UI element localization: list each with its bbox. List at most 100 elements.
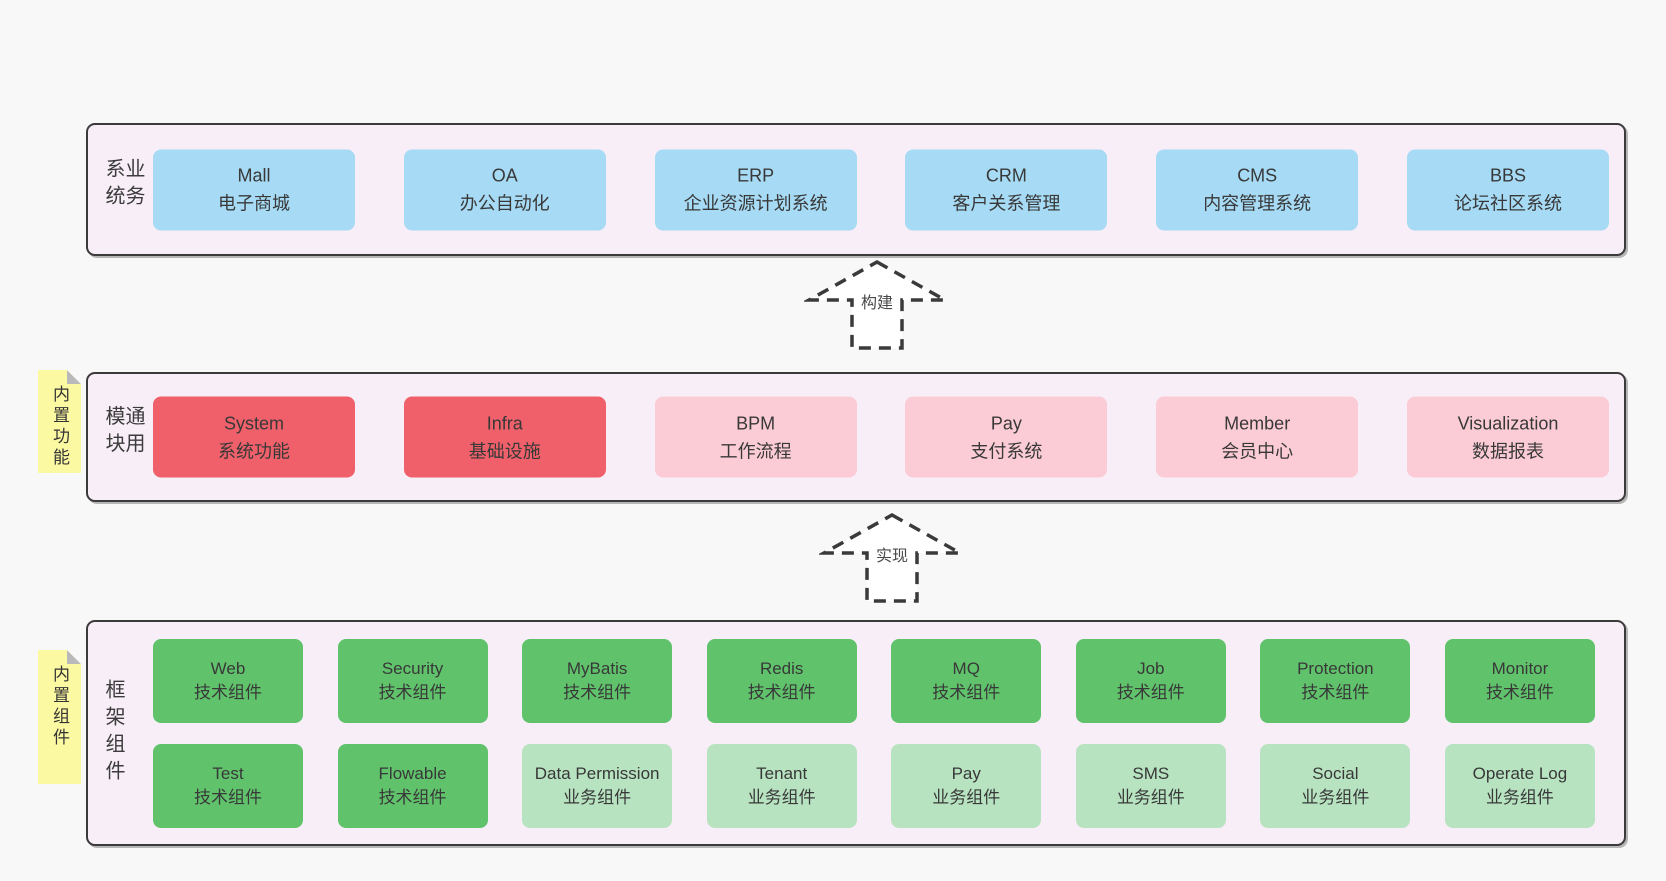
box-title: MyBatis [566, 659, 628, 678]
box-title: Flowable [378, 764, 447, 783]
box-pay-system: Pay 支付系统 [905, 396, 1108, 478]
box-title: CRM [985, 165, 1027, 186]
box-subtitle: 办公自动化 [459, 193, 550, 214]
box-title: Redis [759, 659, 804, 678]
box-subtitle: 业务组件 [747, 788, 816, 807]
box-title: System [223, 413, 284, 433]
box-subtitle: 业务组件 [932, 788, 1001, 807]
box-subtitle: 系统功能 [218, 441, 290, 461]
framework-box-row-1: Web 技术组件 Security 技术组件 MyBatis 技术组件 Redi… [153, 639, 1595, 723]
box-subtitle: 技术组件 [378, 788, 447, 807]
builtin-components-tag: 内置组件 [38, 650, 81, 784]
box-protection: Protection 技术组件 [1260, 639, 1411, 723]
box-title: Web [210, 659, 246, 678]
modules-box-row: System 系统功能 Infra 基础设施 BPM 工作流程 Pay 支付系统… [153, 396, 1609, 478]
box-subtitle: 技术组件 [932, 683, 1001, 702]
framework-box-row-2: Test 技术组件 Flowable 技术组件 Data Permission … [153, 744, 1595, 828]
box-title: Data Permission [534, 764, 660, 783]
box-title: BBS [1489, 165, 1526, 186]
box-sms: SMS 业务组件 [1075, 744, 1226, 828]
implement-arrow-icon: 实现 [819, 512, 965, 606]
box-flowable: Flowable 技术组件 [337, 744, 488, 828]
box-title: Mall [237, 165, 271, 186]
build-arrow-icon: 构建 [804, 259, 950, 353]
box-member: Member 会员中心 [1156, 396, 1359, 478]
box-erp: ERP 企业资源计划系统 [654, 149, 857, 230]
builtin-functions-tag: 内置功能 [38, 370, 81, 473]
implement-arrow-label: 实现 [872, 547, 912, 567]
box-title: Member [1224, 413, 1291, 433]
band-common-modules: 通用模块 System 系统功能 Infra 基础设施 BPM 工作流程 Pay… [86, 372, 1626, 502]
box-mybatis: MyBatis 技术组件 [522, 639, 673, 723]
box-subtitle: 技术组件 [1301, 683, 1370, 702]
box-subtitle: 业务组件 [1485, 788, 1554, 807]
builtin-components-label: 内置组件 [50, 665, 69, 749]
box-subtitle: 客户关系管理 [952, 193, 1061, 214]
band-framework-components: 框架组件 Web 技术组件 Security 技术组件 MyBatis 技术组件… [86, 620, 1626, 846]
box-subtitle: 基础设施 [468, 441, 541, 461]
box-bbs: BBS 论坛社区系统 [1406, 149, 1609, 230]
box-test: Test 技术组件 [153, 744, 303, 828]
box-subtitle: 技术组件 [747, 683, 816, 702]
box-subtitle: 支付系统 [970, 441, 1043, 461]
box-title: MQ [952, 659, 980, 678]
band-label-business-systems: 业务系统 [102, 157, 144, 212]
box-subtitle: 业务组件 [563, 788, 632, 807]
box-data-permission: Data Permission 业务组件 [522, 744, 673, 828]
box-subtitle: 技术组件 [194, 683, 262, 702]
box-title: Visualization [1457, 413, 1559, 433]
box-subtitle: 技术组件 [378, 683, 447, 702]
sticky-fold-corner [67, 650, 81, 664]
sticky-fold-corner [67, 370, 81, 384]
band-label-framework-components: 框架组件 [102, 679, 124, 787]
box-job: Job 技术组件 [1075, 639, 1226, 723]
box-redis: Redis 技术组件 [706, 639, 857, 723]
box-subtitle: 电子商城 [218, 193, 290, 214]
box-title: Social [1312, 764, 1359, 783]
box-title: Tenant [756, 764, 808, 783]
box-title: BPM [736, 413, 776, 433]
box-title: Security [381, 659, 444, 678]
box-title: CMS [1237, 165, 1278, 186]
box-infra: Infra 基础设施 [403, 396, 606, 478]
box-title: Pay [990, 413, 1022, 433]
box-bpm: BPM 工作流程 [654, 396, 857, 478]
box-crm: CRM 客户关系管理 [905, 149, 1108, 230]
box-subtitle: 技术组件 [1485, 683, 1554, 702]
box-subtitle: 论坛社区系统 [1453, 193, 1562, 214]
box-visualization: Visualization 数据报表 [1406, 396, 1609, 478]
business-box-row: Mall 电子商城 OA 办公自动化 ERP 企业资源计划系统 CRM 客户关系… [153, 149, 1609, 230]
box-title: Job [1137, 659, 1165, 678]
box-system: System 系统功能 [153, 396, 355, 478]
box-title: SMS [1132, 764, 1170, 783]
builtin-functions-label: 内置功能 [50, 385, 69, 469]
box-subtitle: 技术组件 [563, 683, 632, 702]
box-subtitle: 会员中心 [1221, 441, 1294, 461]
box-security: Security 技术组件 [337, 639, 488, 723]
box-monitor: Monitor 技术组件 [1444, 639, 1595, 723]
box-title: Protection [1297, 659, 1374, 678]
box-subtitle: 工作流程 [719, 441, 792, 461]
box-subtitle: 数据报表 [1471, 441, 1544, 461]
band-label-common-modules: 通用模块 [102, 405, 144, 460]
box-subtitle: 企业资源计划系统 [683, 193, 828, 214]
box-subtitle: 技术组件 [1116, 683, 1185, 702]
box-oa: OA 办公自动化 [403, 149, 606, 230]
box-subtitle: 技术组件 [194, 788, 262, 807]
box-title: OA [491, 165, 518, 186]
box-mq: MQ 技术组件 [891, 639, 1042, 723]
box-tenant: Tenant 业务组件 [706, 744, 857, 828]
box-mall: Mall 电子商城 [153, 149, 355, 230]
box-title: Infra [486, 413, 523, 433]
box-title: Monitor [1491, 659, 1549, 678]
build-arrow-label: 构建 [857, 294, 897, 314]
box-web: Web 技术组件 [153, 639, 303, 723]
box-operate-log: Operate Log 业务组件 [1444, 744, 1595, 828]
box-subtitle: 业务组件 [1301, 788, 1370, 807]
box-cms: CMS 内容管理系统 [1156, 149, 1359, 230]
box-subtitle: 业务组件 [1116, 788, 1185, 807]
box-title: Operate Log [1472, 764, 1568, 783]
box-title: ERP [737, 165, 775, 186]
band-business-systems: 业务系统 Mall 电子商城 OA 办公自动化 ERP 企业资源计划系统 CRM… [86, 123, 1626, 256]
